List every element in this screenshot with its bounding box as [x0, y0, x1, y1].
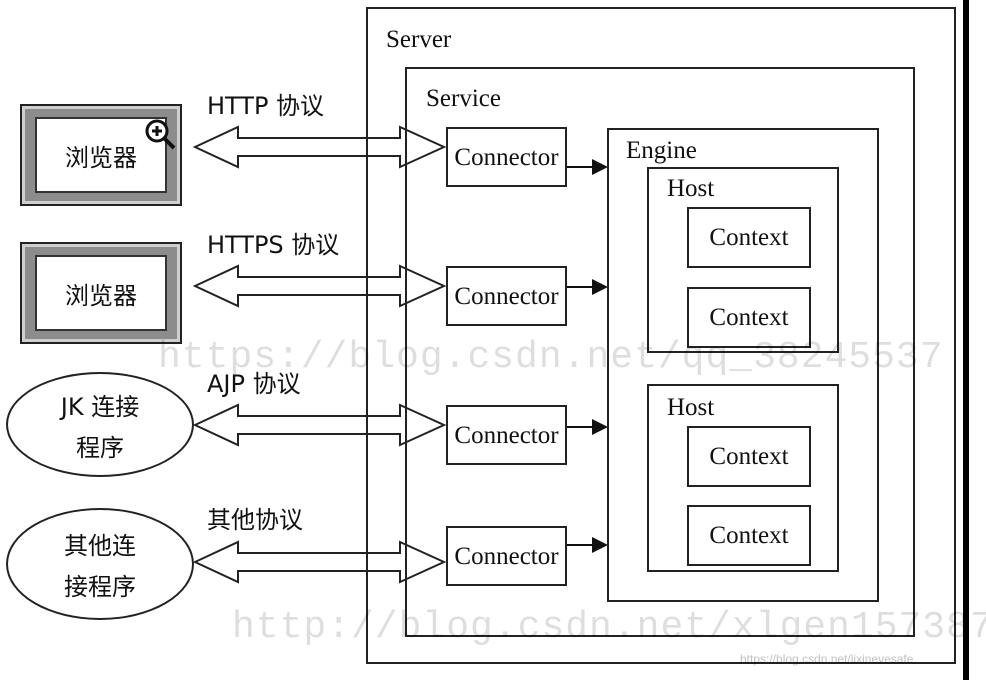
protocol-arrow-1 [192, 125, 447, 169]
client-label-line: 其他连 [64, 532, 136, 560]
other-connector-client: 其他连 接程序 [6, 508, 194, 620]
protocol-label-http: HTTP 协议 [207, 92, 325, 120]
protocol-label-ajp: AJP 协议 [207, 370, 301, 398]
service-box [405, 67, 915, 637]
context-box: Context [687, 505, 811, 566]
browser-label: 浏览器 [65, 281, 137, 310]
zoom-in-icon[interactable] [144, 118, 178, 152]
host-label: Host [667, 394, 715, 421]
client-label-line: 接程序 [64, 573, 136, 601]
client-label-line: 程序 [76, 433, 124, 462]
protocol-label-other: 其他协议 [207, 506, 303, 534]
service-label: Service [426, 85, 501, 112]
connector-box: Connector [446, 526, 567, 586]
watermark: https://blog.csdn.net/qq_38245537 [158, 336, 944, 379]
context-box: Context [687, 426, 811, 487]
protocol-arrow-3 [192, 403, 447, 447]
host-label: Host [667, 175, 715, 202]
server-label: Server [386, 26, 452, 53]
browser-client: 浏览器 [20, 242, 182, 344]
protocol-label-https: HTTPS 协议 [207, 231, 340, 259]
jk-connector-client: JK 连接 程序 [6, 372, 194, 477]
watermark: http://blog.csdn.net/xlgen157387 [232, 606, 986, 649]
client-label-line: JK 连接 [60, 392, 140, 421]
connector-box: Connector [446, 266, 567, 326]
context-box: Context [687, 287, 811, 348]
engine-label: Engine [626, 137, 697, 164]
server-box [366, 7, 956, 664]
image-edge [963, 0, 969, 680]
protocol-arrow-4 [192, 540, 447, 584]
protocol-arrow-2 [192, 264, 447, 308]
watermark: https://blog.csdn.net/lixinevesafe [740, 652, 914, 666]
context-box: Context [687, 207, 811, 268]
connector-box: Connector [446, 127, 567, 187]
browser-label: 浏览器 [65, 143, 137, 172]
connector-box: Connector [446, 405, 567, 465]
